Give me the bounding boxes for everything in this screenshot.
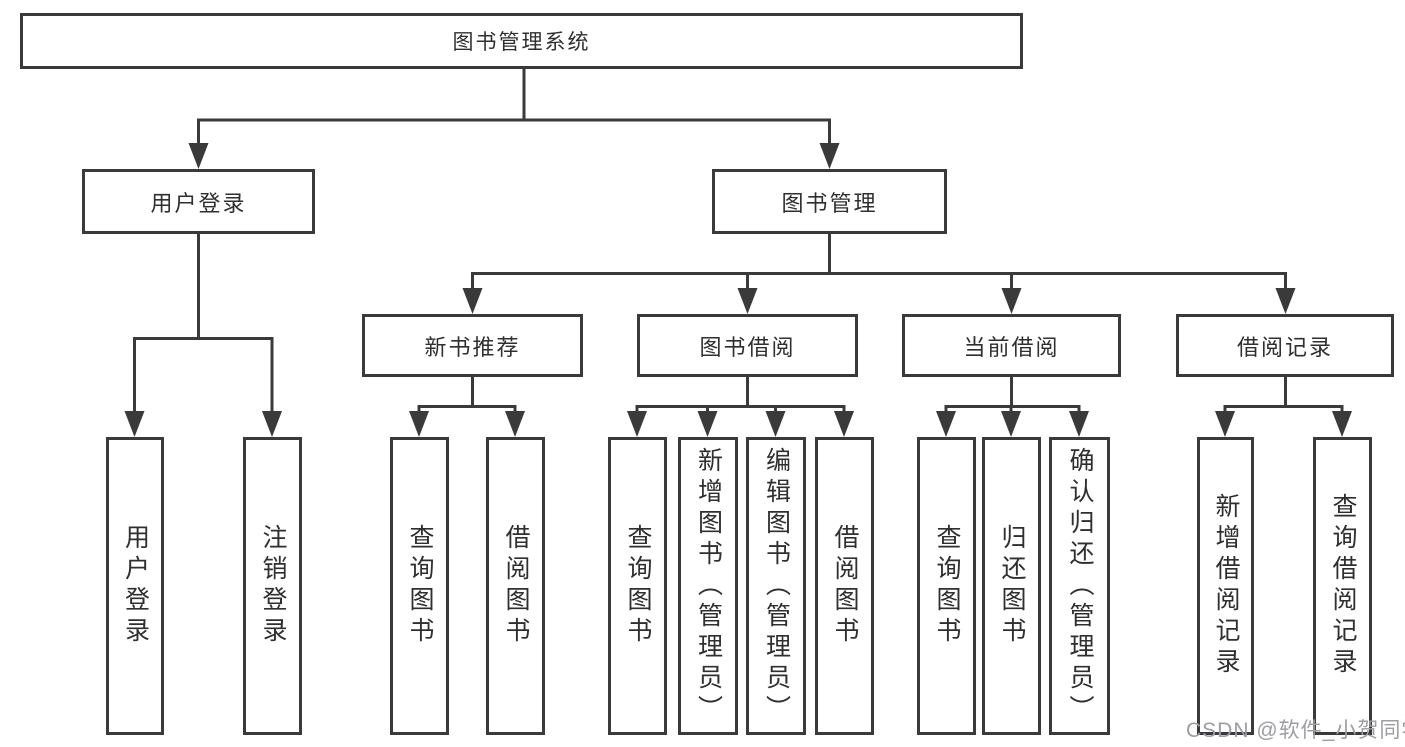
arrowhead-icon	[697, 411, 718, 437]
arrowhead-icon	[819, 143, 840, 169]
arrowhead-icon	[627, 411, 647, 437]
arrowhead-icon	[262, 411, 282, 437]
node-borrow-books-2: 借阅图书	[815, 437, 874, 735]
node-label: 归还图书	[998, 524, 1026, 648]
node-label: 查询图书	[624, 524, 652, 648]
arrowhead-icon	[834, 411, 854, 437]
node-label: 图书管理系统	[452, 31, 591, 54]
node-label: 新书推荐	[424, 334, 521, 360]
node-label: 当前借阅	[963, 334, 1060, 360]
node-query-books-3: 查询图书	[917, 437, 976, 735]
arrowhead-icon	[124, 411, 145, 437]
node-label: 查询图书	[933, 524, 961, 648]
node-query-borrowing-record: 查询借阅记录	[1313, 437, 1372, 735]
node-label: 图书管理	[781, 190, 878, 216]
arrowhead-icon	[505, 411, 525, 437]
connector-user-login-children	[124, 231, 282, 437]
node-add-books-admin: 新增图书（管理员）	[678, 437, 738, 735]
node-label: 新增借阅记录	[1212, 493, 1240, 679]
node-return-books: 归还图书	[982, 437, 1041, 735]
arrowhead-icon	[409, 411, 429, 437]
arrowhead-icon	[936, 411, 956, 437]
node-add-borrowing-record: 新增借阅记录	[1197, 437, 1254, 735]
node-library-system: 图书管理系统	[20, 13, 1023, 69]
connector-current-borrowing-children	[936, 374, 1089, 437]
node-query-books-2: 查询图书	[608, 437, 667, 735]
node-book-borrowing: 图书借阅	[637, 314, 858, 377]
connector-book-management-children	[462, 231, 1296, 314]
arrowhead-icon	[1001, 288, 1022, 314]
arrowhead-icon	[188, 143, 209, 169]
node-query-books-1: 查询图书	[390, 437, 449, 735]
connector-borrowing-records-children	[1215, 374, 1352, 437]
arrowhead-icon	[1215, 411, 1235, 437]
node-label: 借阅记录	[1236, 334, 1333, 360]
arrowhead-icon	[1069, 411, 1089, 437]
node-book-management: 图书管理	[712, 169, 947, 234]
node-label: 借阅图书	[831, 524, 859, 648]
node-label: 编辑图书（管理员）	[762, 446, 791, 726]
node-label: 新增图书（管理员）	[694, 446, 723, 726]
node-current-borrowing: 当前借阅	[902, 314, 1121, 377]
connector-new-book-recommendation-children	[409, 374, 525, 437]
csdn-watermark: CSDN @软件_小贺同学	[1186, 719, 1405, 742]
arrowhead-icon	[1001, 411, 1021, 437]
node-label: 查询图书	[406, 524, 434, 648]
node-edit-books-admin: 编辑图书（管理员）	[746, 437, 806, 735]
node-label: 用户登录	[121, 524, 150, 648]
node-label: 查询借阅记录	[1329, 493, 1357, 679]
node-new-book-recommendation: 新书推荐	[362, 314, 583, 377]
node-user-login-group: 用户登录	[82, 169, 315, 234]
arrowhead-icon	[462, 288, 483, 314]
node-logout: 注销登录	[243, 437, 302, 735]
arrowhead-icon	[765, 411, 786, 437]
node-label: 借阅图书	[502, 524, 530, 648]
node-label: 图书借阅	[699, 334, 796, 360]
arrowhead-icon	[737, 288, 758, 314]
node-label: 用户登录	[150, 190, 247, 216]
node-label: 注销登录	[259, 524, 287, 648]
node-borrowing-records: 借阅记录	[1176, 314, 1394, 377]
arrowhead-icon	[1332, 411, 1352, 437]
node-borrow-books-1: 借阅图书	[486, 437, 545, 735]
node-label: 确认归还（管理员）	[1066, 446, 1094, 726]
node-user-login: 用户登录	[106, 437, 164, 735]
node-confirm-return-admin: 确认归还（管理员）	[1049, 437, 1110, 735]
arrowhead-icon	[1275, 288, 1296, 314]
connector-root-to-level1	[188, 66, 840, 169]
connector-book-borrowing-children	[627, 374, 854, 437]
